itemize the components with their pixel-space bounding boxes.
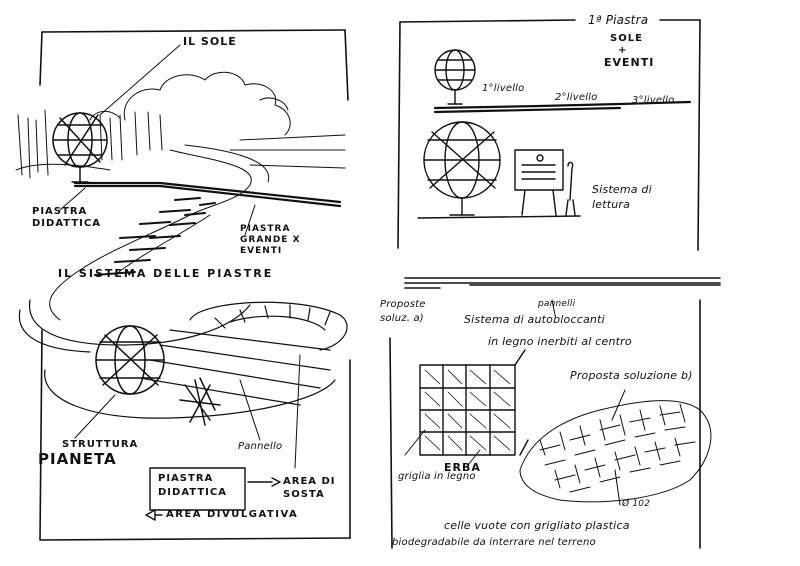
plaza-system-label: IL SISTEMA DELLE PIASTRE — [58, 267, 274, 280]
level-3-label: 3°livello — [632, 95, 675, 106]
event-plaza — [73, 181, 342, 208]
level-2-label: 2°livello — [555, 92, 598, 103]
planet-globe-left — [95, 325, 221, 426]
grid-wood-panel — [419, 349, 529, 456]
wood-grid-label: griglia in legno — [398, 471, 476, 482]
panel-label: Pannello — [238, 441, 283, 452]
path-tiles — [94, 197, 216, 276]
plus-sign: + — [618, 45, 628, 56]
rest-area-label: AREA DI SOSTA — [283, 476, 336, 500]
right-leader-lines — [404, 299, 626, 506]
reading-system-label: Sistema di lettura — [592, 183, 652, 211]
box-title: PIASTRA DIDATTICA — [158, 473, 227, 498]
sun-globe-right — [434, 49, 476, 105]
proposal-b-label: Proposta soluzione b) — [570, 369, 693, 382]
first-plaza-label: 1ª Piastra — [588, 13, 649, 27]
wood-label: in legno inerbiti al centro — [488, 335, 632, 348]
planet-globe-right — [417, 121, 581, 219]
panels-word: pannelli — [538, 299, 576, 309]
cells-pavement — [519, 400, 712, 503]
right-panel-frame — [389, 19, 721, 549]
blocks-system-label: Sistema di autobloccanti — [464, 313, 605, 326]
sun-label-right: SOLE — [610, 33, 643, 44]
grass-label: ERBA — [444, 461, 481, 474]
left-leader-lines — [59, 44, 301, 469]
plaza-system — [18, 299, 348, 419]
background-trees — [15, 71, 291, 179]
biodegradable-note: biodegradabile da interrare nel terreno — [392, 537, 596, 548]
event-plaza-label: PIASTRA GRANDE X EVENTI — [240, 224, 301, 256]
reading-board — [514, 149, 576, 216]
curved-path — [49, 134, 346, 321]
scale-note: Ø 102 — [622, 499, 651, 509]
options-label: Proposte soluz. a) — [380, 299, 426, 324]
cells-note: celle vuote con grigliato plastica — [444, 519, 630, 532]
events-label: EVENTI — [604, 56, 655, 69]
planet-label: PIANETA — [38, 450, 117, 468]
didactic-plaza-label: PIASTRA DIDATTICA — [32, 206, 101, 229]
left-panel-frame — [39, 29, 351, 541]
planet-structure-label: STRUTTURA — [62, 439, 139, 450]
sun-globe-left — [52, 112, 108, 183]
sun-label: IL SOLE — [183, 35, 237, 48]
level-1-label: 1°livello — [482, 83, 525, 94]
didactic-box — [145, 467, 281, 521]
levels-section — [433, 100, 692, 114]
divulgative-area-label: AREA DIVULGATIVA — [166, 509, 299, 520]
